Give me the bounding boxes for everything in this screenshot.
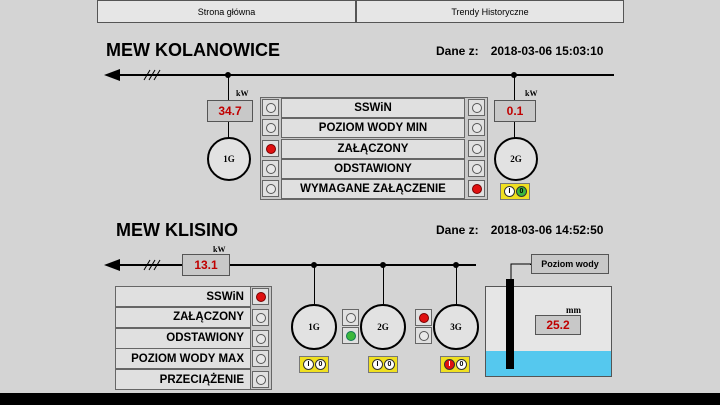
klisino-status-row: ZAŁĄCZONY	[115, 306, 251, 328]
water-pipe	[510, 263, 531, 280]
water-unit: mm	[566, 305, 581, 315]
klisino-data-timestamp: Dane z: 2018-03-06 14:52:50	[436, 223, 615, 237]
switch-on-button[interactable]: I	[444, 359, 455, 370]
klisino-status-row: ODSTAWIONY	[115, 327, 251, 349]
klisino-row-lamp	[252, 350, 269, 368]
kolanowice-generator-2g: 2G	[494, 137, 538, 181]
kolanowice-status-row: ZAŁĄCZONY	[281, 138, 465, 159]
klisino-row-lamp	[252, 288, 269, 305]
switch-off-button[interactable]: 0	[384, 359, 395, 370]
klisino-row-lamp	[252, 329, 269, 347]
kolanowice-dane-label: Dane z:	[436, 44, 479, 58]
kolanowice-row-right-lamp	[468, 159, 485, 177]
kolanowice-row-left-lamp	[262, 139, 279, 157]
klisino-power: 13.1	[182, 254, 230, 276]
kolanowice-g1-unit: kW	[236, 89, 249, 98]
kolanowice-row-left-lamp	[262, 99, 279, 116]
busbar-arrow-icon	[104, 259, 120, 271]
klisino-g1-switch[interactable]: I 0	[299, 356, 329, 373]
switch-on-button[interactable]: I	[504, 186, 515, 197]
klisino-g3-lamp-bottom	[415, 327, 432, 344]
kolanowice-g2-unit: kW	[525, 89, 538, 98]
switch-on-button[interactable]: I	[303, 359, 314, 370]
switch-off-button[interactable]: 0	[315, 359, 326, 370]
klisino-g2-lamp-bottom	[342, 327, 359, 344]
kolanowice-status-row: WYMAGANE ZAŁĄCZENIE	[281, 179, 465, 200]
klisino-g1-line	[314, 266, 315, 304]
klisino-status-row: PRZECIĄŻENIE	[115, 369, 251, 391]
kolanowice-g1-power: 34.7	[207, 100, 253, 122]
klisino-status-row: SSWiN	[115, 286, 251, 307]
kolanowice-row-left-lamp	[262, 180, 279, 198]
klisino-g2-node	[380, 262, 386, 268]
klisino-g2-lamp-top	[342, 309, 359, 326]
klisino-row-lamp	[252, 371, 269, 389]
bottom-bar	[0, 393, 720, 405]
klisino-generator-2g: 2G	[360, 304, 406, 350]
kolanowice-row-left-lamp	[262, 159, 279, 177]
water-sensor	[506, 279, 514, 369]
klisino-g1-node	[311, 262, 317, 268]
kolanowice-g2-power: 0.1	[494, 100, 536, 122]
klisino-status-row: POZIOM WODY MAX	[115, 348, 251, 370]
klisino-g2-line	[383, 266, 384, 304]
kolanowice-status-row: ODSTAWIONY	[281, 158, 465, 179]
kolanowice-row-right-lamp	[468, 99, 485, 116]
klisino-busbar	[104, 259, 476, 271]
kolanowice-status-row: SSWiN	[281, 98, 465, 118]
nav-trends-button[interactable]: Trendy Historyczne	[356, 0, 624, 23]
kolanowice-generator-1g: 1G	[207, 137, 251, 181]
klisino-g3-lamp-top	[415, 309, 432, 326]
kolanowice-g1-node	[225, 72, 231, 78]
klisino-unit: kW	[213, 245, 226, 254]
kolanowice-g2-node	[511, 72, 517, 78]
klisino-generator-3g: 3G	[433, 304, 479, 350]
water-fill	[486, 351, 611, 376]
nav-home-button[interactable]: Strona główna	[97, 0, 356, 23]
klisino-g3-line	[456, 266, 457, 304]
klisino-g3-switch[interactable]: I 0	[440, 356, 470, 373]
switch-off-button[interactable]: 0	[516, 186, 527, 197]
kolanowice-timestamp: 2018-03-06 15:03:10	[490, 44, 604, 58]
kolanowice-data-timestamp: Dane z: 2018-03-06 15:03:10	[436, 44, 615, 58]
kolanowice-g2-switch[interactable]: I 0	[500, 183, 530, 200]
klisino-g3-node	[453, 262, 459, 268]
klisino-title: MEW KLISINO	[116, 220, 238, 240]
kolanowice-status-row: POZIOM WODY MIN	[281, 118, 465, 139]
switch-on-button[interactable]: I	[372, 359, 383, 370]
kolanowice-row-right-lamp	[468, 119, 485, 137]
busbar-arrow-icon	[104, 69, 120, 81]
klisino-generator-1g: 1G	[291, 304, 337, 350]
kolanowice-row-right-lamp	[468, 180, 485, 198]
klisino-g2-switch[interactable]: I 0	[368, 356, 398, 373]
kolanowice-row-left-lamp	[262, 119, 279, 137]
kolanowice-row-right-lamp	[468, 139, 485, 157]
klisino-timestamp: 2018-03-06 14:52:50	[490, 223, 604, 237]
water-level-title: Poziom wody	[531, 254, 609, 274]
water-level-value: 25.2	[535, 315, 581, 335]
kolanowice-busbar	[104, 69, 614, 81]
klisino-dane-label: Dane z:	[436, 223, 479, 237]
klisino-row-lamp	[252, 308, 269, 326]
switch-off-button[interactable]: 0	[456, 359, 467, 370]
kolanowice-title: MEW KOLANOWICE	[106, 40, 280, 60]
